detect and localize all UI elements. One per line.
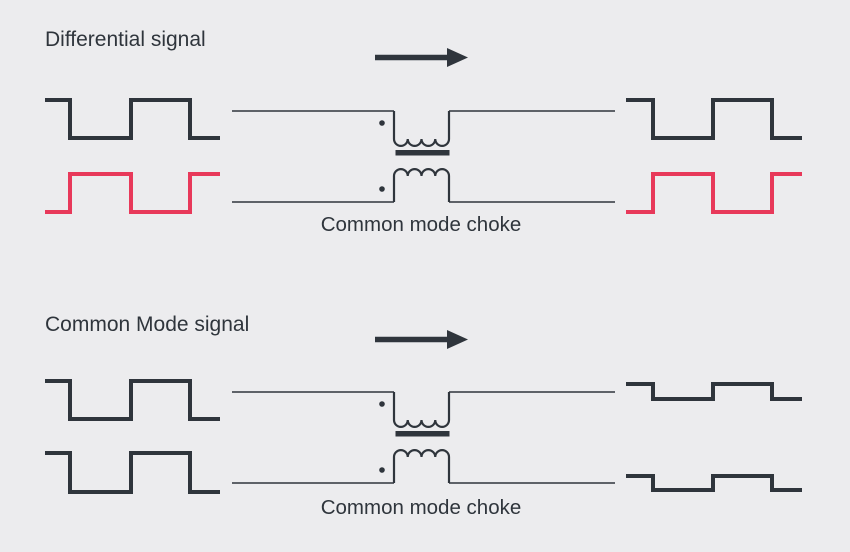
arrow-shaft [375, 336, 448, 343]
polarity-dot-top [379, 120, 385, 126]
common-mode-choke-symbol [232, 110, 615, 203]
common-mode-section-title: Common Mode signal [45, 313, 249, 336]
bottom-winding-coil [392, 449, 451, 483]
cm-input-line1-wave [45, 379, 220, 421]
diff-output-negative-wave [626, 172, 802, 214]
arrow-head [447, 330, 468, 349]
choke-core-bar [395, 431, 450, 437]
common-mode-section: Common Mode signal Common mode choke [45, 313, 802, 519]
diff-input-negative-wave [45, 172, 220, 214]
differential-section: Differential signal Common mode choke [45, 28, 802, 236]
cm-choke-label: Common mode choke [321, 496, 522, 519]
diff-input-positive-wave [45, 98, 220, 140]
arrow-shaft [375, 54, 448, 61]
diff-choke-label: Common mode choke [321, 213, 522, 236]
choke-core-bar [395, 150, 450, 156]
bottom-winding-coil [392, 168, 451, 202]
differential-section-title: Differential signal [45, 28, 206, 51]
cm-output-line1-wave-attenuated [626, 382, 802, 401]
polarity-dot-top [379, 401, 385, 407]
flow-direction-right-arrow-icon [375, 48, 468, 67]
polarity-dot-bottom [379, 467, 385, 473]
polarity-dot-bottom [379, 186, 385, 192]
top-winding-coil [392, 392, 451, 428]
flow-direction-right-arrow-icon [375, 330, 468, 349]
cm-output-line2-wave-attenuated [626, 474, 802, 492]
cm-input-line2-wave [45, 451, 220, 494]
common-mode-choke-symbol [232, 391, 615, 484]
top-winding-coil [392, 111, 451, 147]
diff-output-positive-wave [626, 98, 802, 140]
arrow-head [447, 48, 468, 67]
